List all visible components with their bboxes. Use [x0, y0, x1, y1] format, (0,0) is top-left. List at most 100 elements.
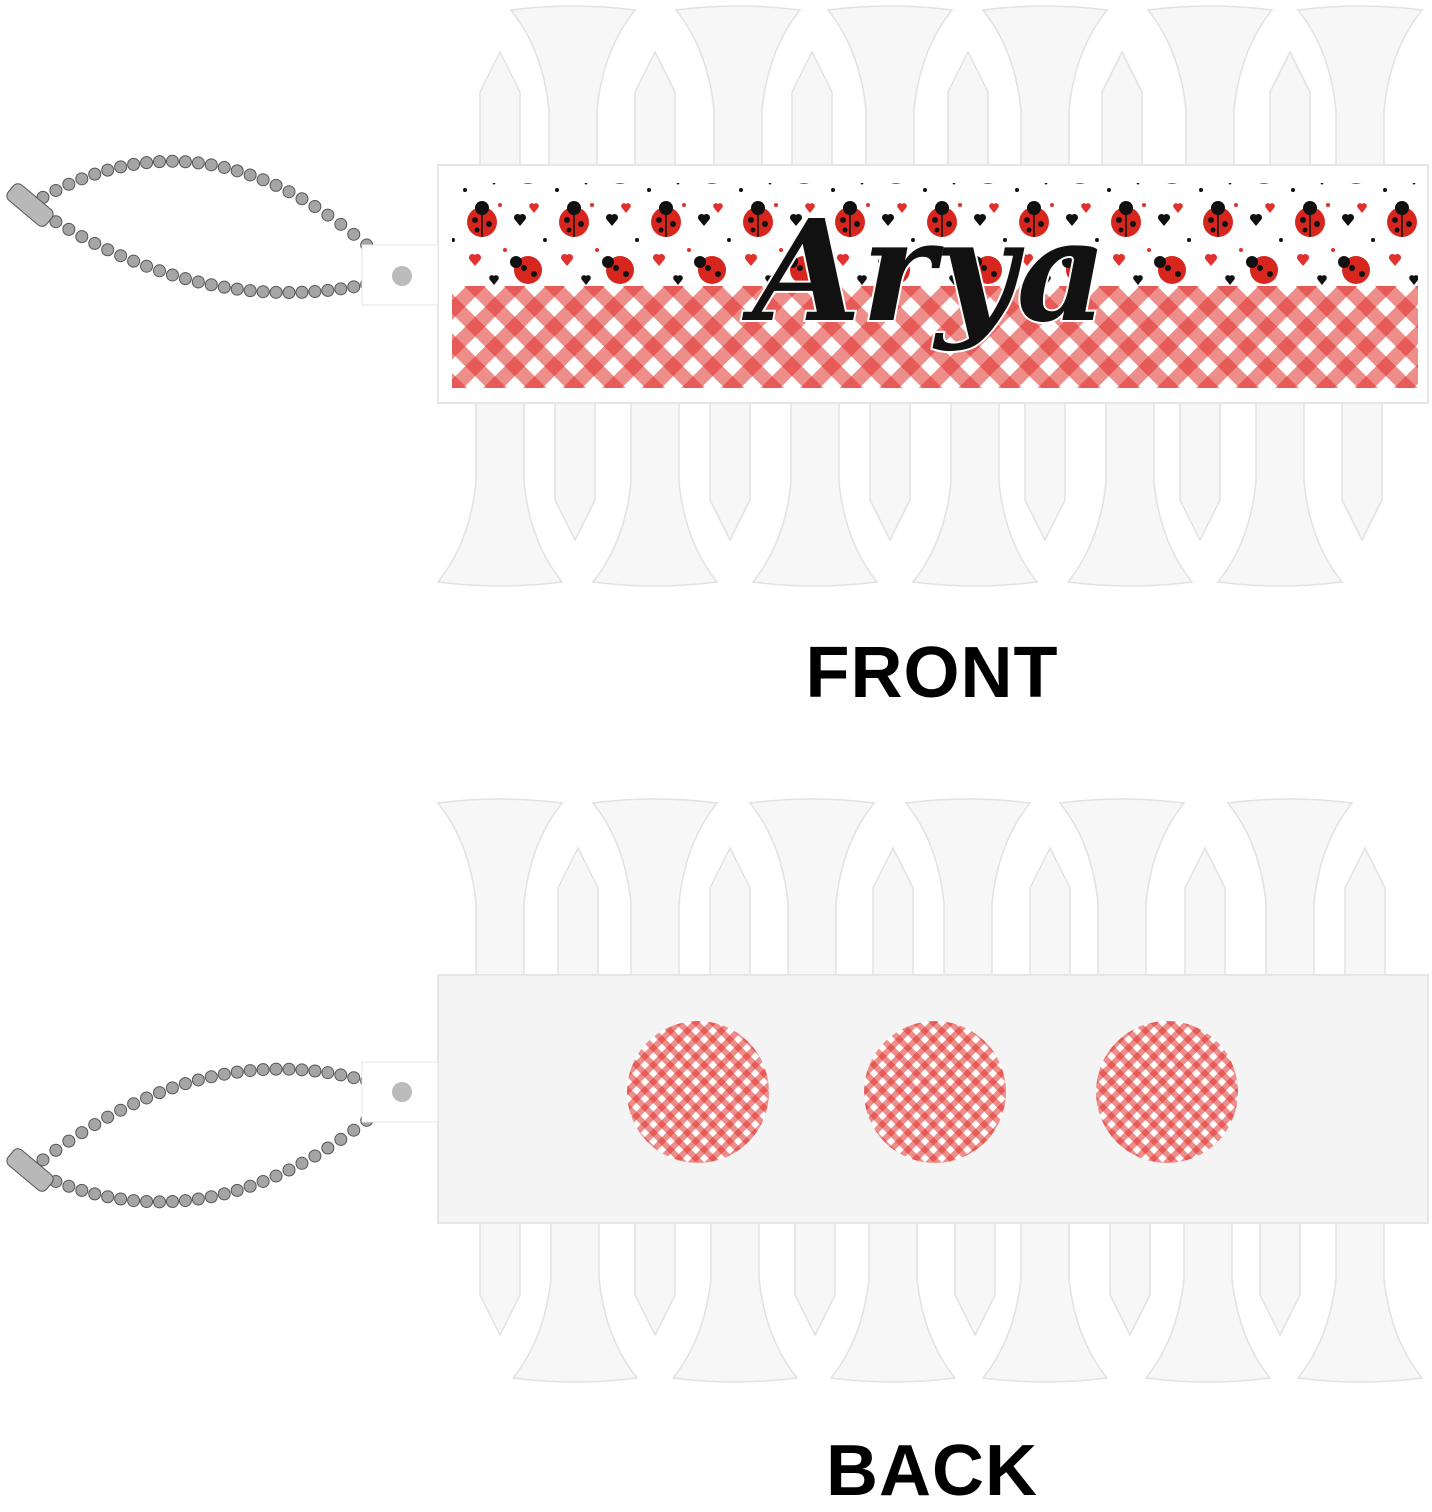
chain-bead [230, 282, 244, 296]
chain-bead [178, 1077, 192, 1091]
chain-bead [75, 1126, 89, 1140]
golf-tee-point [791, 50, 833, 171]
golf-tee [436, 399, 564, 587]
golf-tee-point [1109, 1219, 1151, 1337]
chain-bead [282, 1062, 296, 1076]
chain-bead [75, 1183, 89, 1197]
golf-tee-point [1344, 846, 1386, 981]
chain-bead [153, 1086, 166, 1100]
chain-bead [256, 1063, 270, 1077]
chain-bead [243, 1179, 257, 1193]
golf-tee [591, 399, 719, 587]
chain-bead [217, 160, 231, 174]
golf-tee-point [869, 399, 911, 542]
chain-bead [204, 278, 218, 292]
chain-bead [269, 178, 283, 192]
chain-bead [204, 1190, 218, 1204]
chain-bead [127, 254, 141, 268]
chain-bead [88, 236, 102, 250]
golf-tee-point [1341, 399, 1383, 542]
golf-tee-point [1179, 399, 1221, 542]
chain-bead [321, 1066, 335, 1080]
chain-bead [256, 285, 270, 299]
chain-bead [347, 1123, 361, 1137]
golf-tee-point [1029, 846, 1071, 981]
golf-tee-point [554, 399, 596, 542]
gingham-circle [1096, 1021, 1238, 1163]
chain-bead [269, 1169, 283, 1183]
golf-tee [674, 5, 802, 171]
chain-bead [256, 1174, 270, 1188]
chain-bead [127, 157, 141, 171]
ladybug-pattern [452, 183, 1418, 286]
chain-bead [256, 173, 270, 187]
chain-bead [308, 285, 322, 299]
golf-tee-point [479, 50, 521, 171]
golf-tee-point [557, 846, 599, 981]
front-label: FRONT [805, 633, 1059, 713]
gingham-circle [864, 1021, 1006, 1163]
golf-tee [981, 1219, 1109, 1383]
golf-tee [1296, 1219, 1424, 1383]
golf-tee-point [947, 50, 989, 171]
chain-bead [114, 1103, 128, 1117]
chain-bead [178, 272, 192, 286]
chain-bead [334, 1068, 348, 1082]
chain-bead [140, 1195, 154, 1209]
chain-bead [140, 1091, 154, 1105]
golf-tee [509, 5, 637, 171]
personalized-name: Arya [742, 190, 1107, 354]
chain-bead [178, 1194, 192, 1208]
golf-tee [1146, 5, 1274, 171]
golf-tee [1058, 798, 1186, 981]
golf-tee [1296, 5, 1424, 171]
chain-bead [114, 249, 128, 263]
golf-tee-point [1024, 399, 1066, 542]
chain-bead [62, 1179, 76, 1193]
back-label: BACK [826, 1431, 1038, 1511]
chain-bead [282, 1163, 296, 1177]
chain-bead [165, 1081, 179, 1095]
chain-bead [308, 1064, 322, 1078]
golf-tee [1144, 1219, 1272, 1383]
chain-bead [217, 1187, 231, 1201]
chain-bead [269, 1062, 283, 1076]
chain-bead [295, 1063, 309, 1077]
chain-bead [321, 208, 335, 222]
chain-bead [347, 280, 361, 294]
chain-bead [334, 217, 348, 231]
golf-tee [1216, 399, 1344, 587]
chain-bead [62, 177, 76, 191]
gingham-circle [627, 1021, 769, 1163]
golf-tee-point [1101, 50, 1143, 171]
golf-tee-point [709, 399, 751, 542]
chain-bead [165, 1195, 179, 1209]
chain-bead [75, 172, 89, 186]
golf-tee-point [954, 1219, 996, 1337]
chain-bead [347, 227, 361, 241]
golf-tee [911, 399, 1039, 587]
golf-tee [829, 1219, 957, 1383]
chain-bead [334, 1132, 348, 1146]
chain-bead [75, 230, 89, 244]
chain-bead [101, 1190, 115, 1204]
chain-bead [140, 156, 154, 170]
chain-bead [204, 1070, 218, 1084]
golf-tee-point [872, 846, 914, 981]
golf-tees [436, 5, 1424, 1383]
chain-bead [295, 1156, 309, 1170]
golf-tee [826, 5, 954, 171]
chain-bead [165, 154, 179, 168]
chain-bead [243, 1064, 257, 1078]
chain-bead [153, 155, 166, 169]
chain-bead [114, 1192, 128, 1206]
golf-tee [904, 798, 1032, 981]
golf-tee [748, 798, 876, 981]
chain-bead [101, 163, 115, 177]
chain-bead [153, 1195, 166, 1209]
chain-bead [217, 280, 231, 294]
chain-bead [295, 192, 309, 206]
chain-bead [282, 185, 296, 199]
golf-tee [751, 399, 879, 587]
chain-bead [243, 284, 257, 298]
